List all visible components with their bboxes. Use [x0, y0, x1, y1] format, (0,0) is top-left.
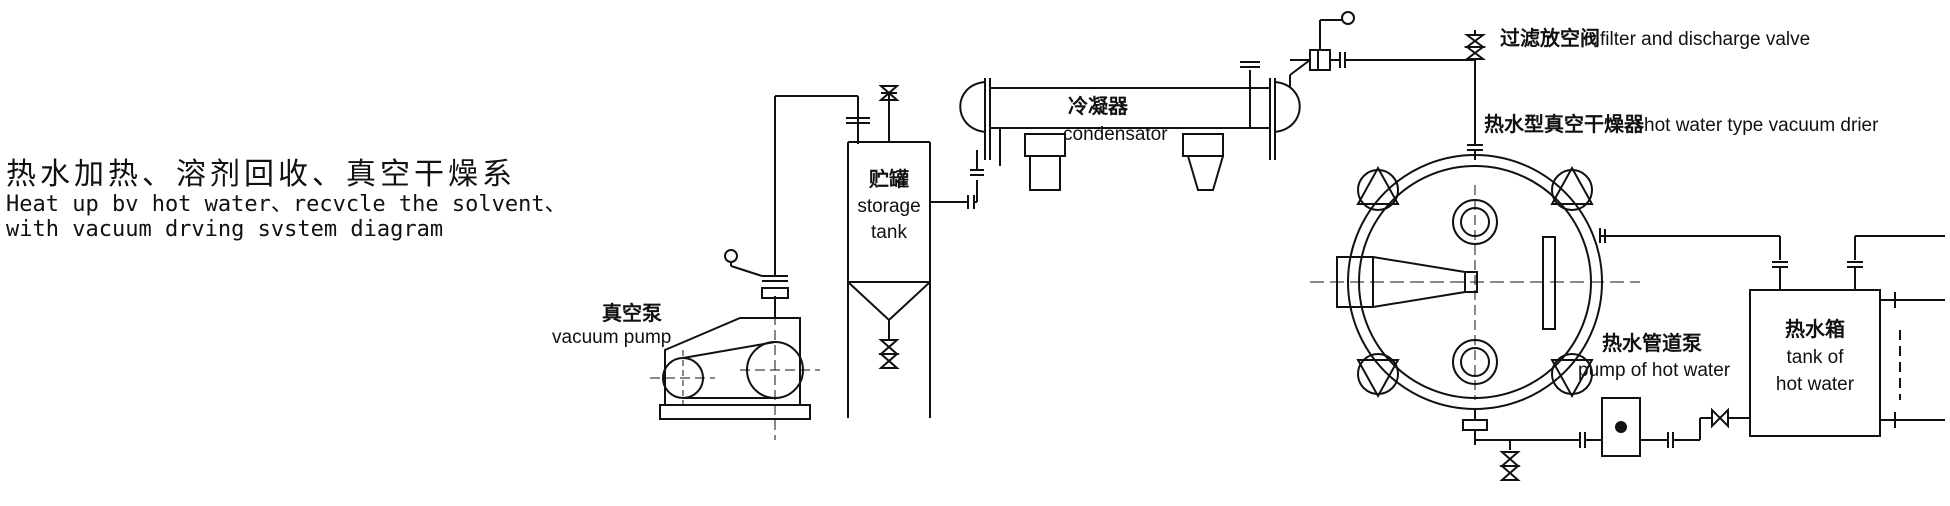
storage-tank-label-cn: 贮罐: [869, 167, 909, 191]
filter-valve-label: 过滤放空阀filter and discharge valve: [1500, 26, 1811, 50]
storage-tank: [848, 86, 974, 418]
storage-tank-label-en1: storage: [857, 196, 921, 217]
condensator-label-en: condensator: [1063, 124, 1168, 145]
hot-water-pump-label-cn: 热水管道泵: [1602, 331, 1702, 355]
vacuum-drier-label: 热水型真空干燥器hot water type vacuum drier: [1484, 112, 1879, 136]
filter-valve-line: [1290, 12, 1483, 145]
vacuum-pump: [650, 96, 870, 440]
condensator-label-cn: 冷凝器: [1068, 94, 1128, 118]
condensator: [960, 60, 1310, 202]
storage-tank-label-en2: tank: [871, 222, 907, 243]
diagram-title: 热水加热、溶剂回收、真空干燥系 Heat up bv hot water、rec…: [6, 157, 567, 243]
vacuum-drier: [1310, 145, 1780, 445]
hot-water-tank-label-cn: 热水箱: [1785, 317, 1845, 341]
vacuum-pump-label-cn: 真空泵: [602, 301, 662, 325]
hot-water-loop: [1475, 236, 1945, 480]
title-english-line2: with vacuum drving svstem diagram: [6, 217, 444, 242]
hot-water-pump-label-en: pump of hot water: [1578, 360, 1731, 381]
vacuum-pump-label-en: vacuum pump: [552, 327, 672, 348]
hot-water-tank-label-en1: tank of: [1786, 347, 1844, 368]
title-english-line1: Heat up bv hot water、recvcle the solvent…: [6, 192, 567, 217]
title-chinese: 热水加热、溶剂回收、真空干燥系: [6, 157, 516, 192]
hot-water-tank-label-en2: hot water: [1775, 374, 1855, 395]
